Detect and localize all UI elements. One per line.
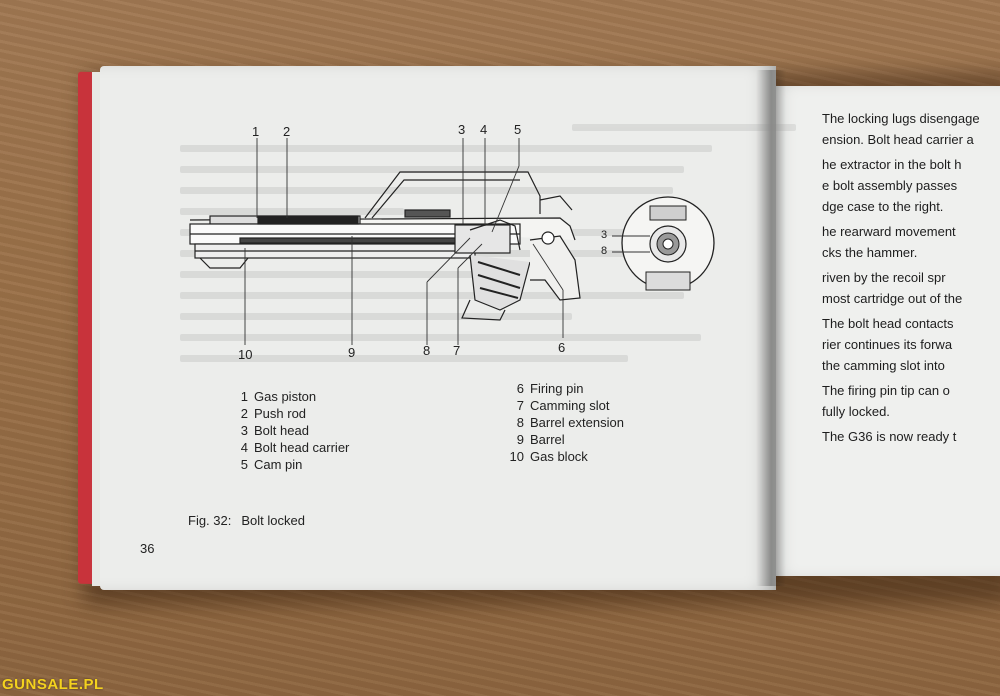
text-line: the camming slot into [822,358,945,373]
text-line: rier continues its forwa [822,337,953,352]
text-line: The bolt head contacts [822,316,954,331]
legend-label: Bolt head [254,423,309,438]
legend-number: 2 [240,406,248,421]
text-line: cks the hammer. [822,245,918,260]
legend-item: 10 Gas block [502,448,624,465]
legend-number: 5 [240,457,248,472]
legend-item: 6 Firing pin [502,380,624,397]
page-number: 36 [140,541,155,556]
legend-item: 8 Barrel extension [502,414,624,431]
detail-callout-3: 3 [601,229,608,241]
legend-label: Cam pin [254,457,303,472]
legend-label: Barrel extension [530,415,624,430]
detail-callout-8: 8 [601,245,608,257]
legend-label: Push rod [254,406,307,421]
text-line: The G36 is now ready t [822,429,957,444]
callout-4: 4 [480,122,488,137]
legend-item: 5 Cam pin [226,456,349,473]
text-line: ension. Bolt head carrier a [822,132,974,147]
callout-3: 3 [458,122,466,137]
text-line: fully locked. [822,404,890,419]
text-line: most cartridge out of the [822,291,963,306]
left-page [100,66,776,590]
callout-8: 8 [423,343,431,358]
legend-number: 1 [240,389,248,404]
legend-label: Gas block [530,449,588,464]
callout-2: 2 [283,124,291,139]
right-page [770,86,1000,576]
legend-number: 4 [240,440,248,455]
legend-item: 9 Barrel [502,431,624,448]
legend-number: 10 [509,449,524,464]
figure-caption: Fig. 32: Bolt locked [188,513,315,528]
bolt-face-detail-view [612,196,715,291]
right-page-text: The locking lugs disengage ension. Bolt … [822,110,1000,449]
callout-7: 7 [453,343,461,358]
callout-5: 5 [514,122,522,137]
callout-9: 9 [348,345,356,360]
legend-label: Bolt head carrier [254,440,350,455]
legend-label: Firing pin [530,381,584,396]
legend-label: Gas piston [254,389,317,404]
legend-number: 7 [516,398,524,413]
callout-6: 6 [558,340,566,355]
text-line: riven by the recoil spr [822,270,946,285]
legend-number: 3 [240,423,248,438]
watermark: GUNSALE.PL [2,676,104,693]
text-line: e bolt assembly passes [822,178,958,193]
book-gutter [756,70,786,586]
callout-10: 10 [238,347,253,362]
legend-number: 8 [516,415,524,430]
legend-right: 6 Firing pin 7 Camming slot 8 Barrel extens… [502,380,624,465]
legend-item: 4 Bolt head carrier [226,439,350,456]
text-line: The locking lugs disengage [822,111,980,126]
legend-number: 6 [516,381,524,396]
legend-item: 1 Gas piston [226,388,349,405]
text-line: dge case to the right. [822,199,944,214]
text-line: The firing pin tip can o [822,383,950,398]
legend-left: 1 Gas piston 2 Push rod 3 Bolt head 4 Bolt h… [226,388,350,473]
callout-1: 1 [252,124,260,139]
legend-number: 9 [516,432,524,447]
text-line: he extractor in the bolt h [822,157,962,172]
legend-label: Barrel [530,432,565,447]
caption-text: Bolt locked [241,513,305,528]
legend-item: 2 Push rod [226,405,349,422]
legend-item: 3 Bolt head [226,422,349,439]
text-line: he rearward movement [822,224,956,239]
legend-label: Camming slot [530,398,610,413]
legend-item: 7 Camming slot [502,397,624,414]
caption-label: Fig. 32: [188,513,232,528]
